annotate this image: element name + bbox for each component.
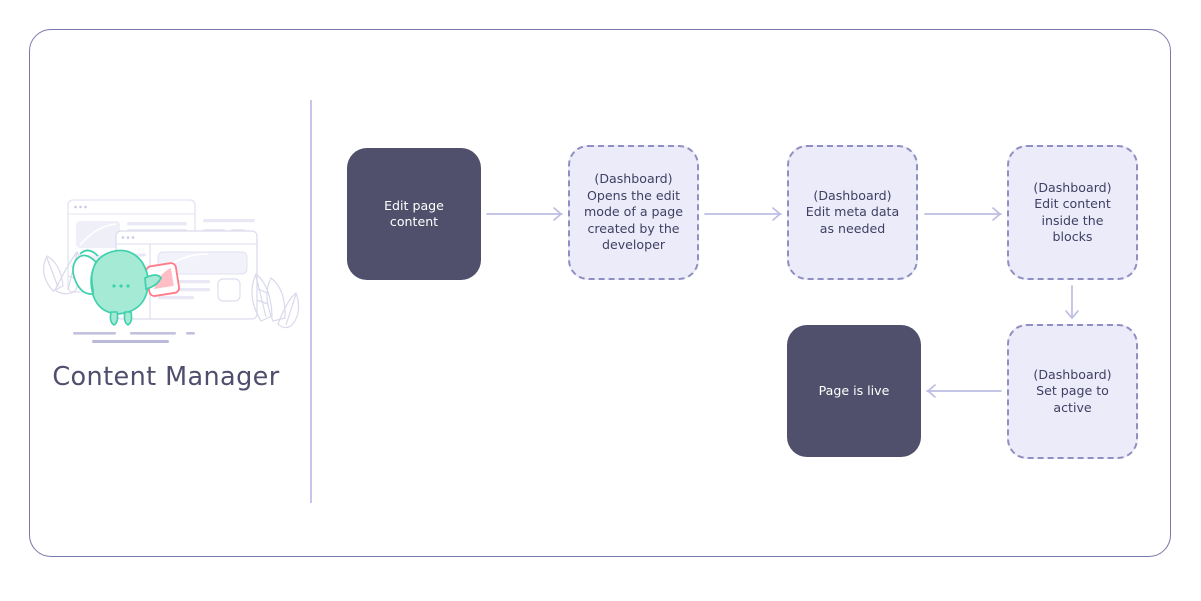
panel-title: Content Manager: [52, 362, 280, 392]
flow-node-edit-content-blocks[interactable]: (Dashboard) Edit content inside the bloc…: [1007, 145, 1138, 280]
decorative-lines: [203, 219, 255, 233]
pink-card-icon: [145, 262, 180, 297]
flow-node-edit-page-content[interactable]: Edit page content: [347, 148, 481, 280]
flow-node-set-page-active[interactable]: (Dashboard) Set page to active: [1007, 324, 1138, 459]
flow-node-label: Page is live: [818, 382, 890, 398]
left-panel: Content Manager: [30, 190, 302, 410]
mascot-creature-icon: [72, 249, 162, 326]
flow-node-opens-edit-mode[interactable]: (Dashboard) Opens the edit mode of a pag…: [568, 145, 699, 280]
flow-node-label: (Dashboard) Edit meta data as needed: [805, 187, 900, 236]
vertical-divider: [310, 100, 312, 503]
content-manager-mascot-illustration: [30, 190, 302, 355]
leaf-right-icon: [251, 273, 300, 329]
flow-node-label: (Dashboard) Opens the edit mode of a pag…: [583, 171, 684, 253]
flow-node-label: (Dashboard) Edit content inside the bloc…: [1033, 179, 1112, 244]
ground-lines-icon: [73, 332, 195, 343]
flow-node-edit-meta-data[interactable]: (Dashboard) Edit meta data as needed: [787, 145, 918, 280]
flow-node-page-is-live[interactable]: Page is live: [787, 325, 921, 457]
flow-node-label: (Dashboard) Set page to active: [1033, 366, 1112, 415]
flow-node-label: Edit page content: [384, 197, 444, 229]
